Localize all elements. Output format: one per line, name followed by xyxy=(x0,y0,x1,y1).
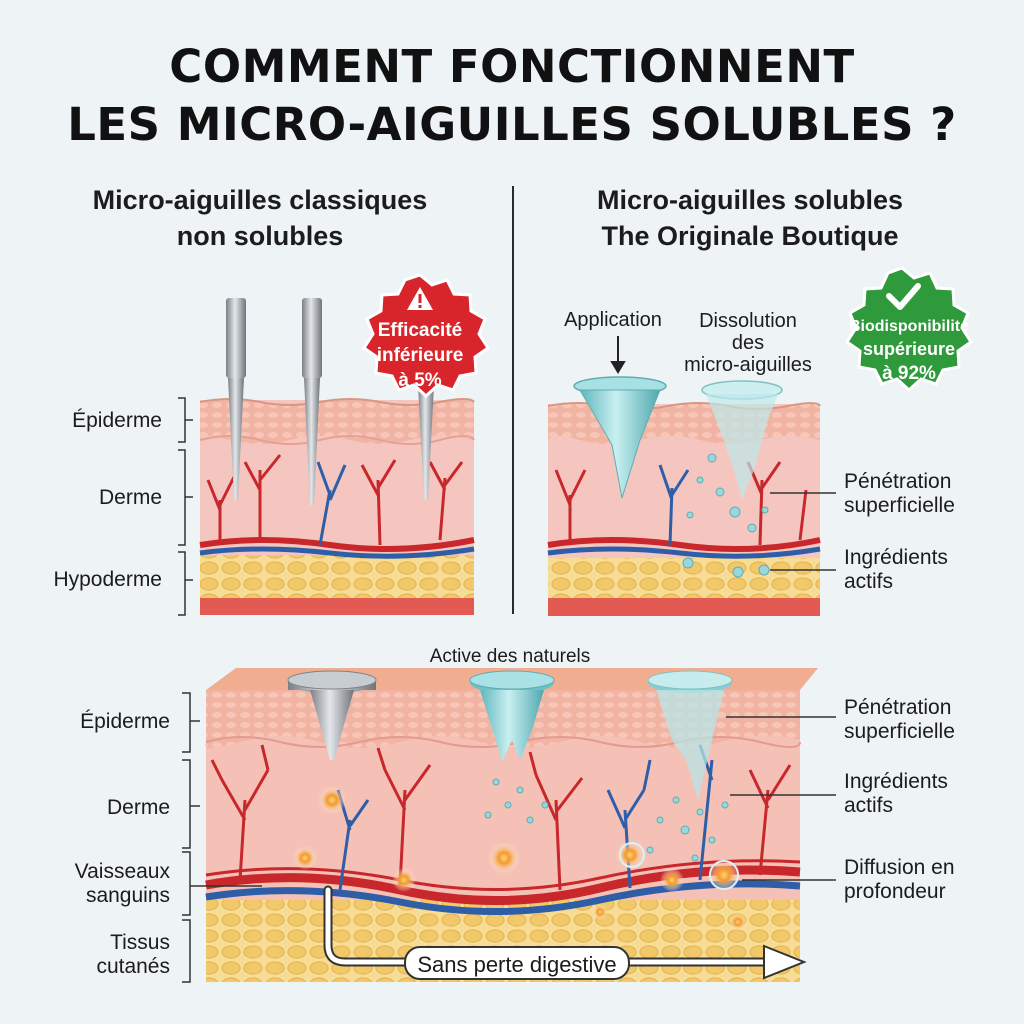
right-annot-ingredients-line-2: actifs xyxy=(844,570,894,593)
bottom-annot-penetration-line-2: superficielle xyxy=(844,720,955,743)
badge-red-line-3: à 5% xyxy=(398,370,442,391)
left-label-hypoderme: Hypoderme xyxy=(53,568,162,591)
bottom-annot-diffusion-line-2: profondeur xyxy=(844,880,946,903)
metal-needle-2 xyxy=(302,298,322,505)
bottom-annot-penetration-line-1: Pénétration xyxy=(844,696,952,719)
dissolution-droplets xyxy=(682,453,770,578)
right-heading-line-2: The Originale Boutique xyxy=(601,221,899,251)
bottom-annot-diffusion-line-1: Diffusion en xyxy=(844,856,955,879)
glow-particles xyxy=(293,786,747,931)
bottom-annot-ingredients-line-2: actifs xyxy=(844,794,894,817)
title-line-2: LES MICRO-AIGUILLES SOLUBLES ? xyxy=(67,98,957,151)
right-annotation-lines xyxy=(770,492,836,571)
bottom-label-tissus-line-1: Tissus xyxy=(110,931,170,954)
right-annot-penetration-line-1: Pénétration xyxy=(844,470,952,493)
right-annot-penetration: Pénétration superficielle xyxy=(844,470,1004,518)
left-layer-brackets xyxy=(178,397,193,616)
bottom-annotation-lines xyxy=(726,716,836,881)
left-label-epiderme: Épiderme xyxy=(72,409,162,432)
label-dissolution-line-1: Dissolution xyxy=(699,310,797,332)
bottom-annot-ingredients-line-1: Ingrédients xyxy=(844,770,948,793)
bottom-annot-ingredients: Ingrédients actifs xyxy=(844,770,1014,818)
right-annot-ingredients-line-1: Ingrédients xyxy=(844,546,948,569)
bottom-label-tissus: Tissus cutanés xyxy=(20,931,170,979)
arrow-label-pill: Sans perte digestive xyxy=(404,946,630,980)
badge-red-seal xyxy=(361,273,491,399)
right-heading: Micro-aiguilles solubles The Originale B… xyxy=(530,182,970,254)
bottom-label-vaisseaux-line-2: sanguins xyxy=(85,884,170,907)
page-title: COMMENT FONCTIONNENT LES MICRO-AIGUILLES… xyxy=(0,38,1024,154)
left-label-derme: Derme xyxy=(98,486,162,509)
application-arrow xyxy=(610,336,626,374)
soluble-needle-intact xyxy=(573,376,667,499)
right-annot-penetration-line-2: superficielle xyxy=(844,494,955,517)
badge-red-line-1: Efficacité xyxy=(377,320,463,341)
bottom-annot-penetration: Pénétration superficielle xyxy=(844,696,1014,744)
left-heading-line-1: Micro-aiguilles classiques xyxy=(92,185,428,215)
title-line-1: COMMENT FONCTIONNENT xyxy=(169,40,855,93)
soluble-needle-dissolving xyxy=(701,380,783,500)
bottom-layer-brackets xyxy=(182,692,262,983)
bottom-label-tissus-line-2: cutanés xyxy=(96,955,170,978)
sans-perte-arrow xyxy=(323,885,807,980)
label-dissolution: Dissolution des micro-aiguilles xyxy=(668,310,828,376)
label-application: Application xyxy=(564,309,662,331)
right-heading-line-1: Micro-aiguilles solubles xyxy=(596,185,904,215)
badge-green-seal xyxy=(844,266,974,393)
badge-green-text: Biodisponibilité supérieure à 92% xyxy=(840,316,978,386)
right-annot-ingredients: Ingrédients actifs xyxy=(844,546,1004,594)
badge-green-line-2: supérieure xyxy=(862,339,956,359)
badge-red-text: Efficacité inférieure à 5% xyxy=(366,318,474,393)
left-heading: Micro-aiguilles classiques non solubles xyxy=(40,182,480,254)
metal-needle-3 xyxy=(418,385,434,500)
bottom-label-vaisseaux: Vaisseaux sanguins xyxy=(20,860,170,908)
label-dissolution-line-3: micro-aiguilles xyxy=(684,354,812,376)
badge-red-line-2: inférieure xyxy=(376,345,464,366)
left-heading-line-2: non solubles xyxy=(176,221,344,251)
bottom-metal-needle xyxy=(287,670,377,760)
bottom-soluble-needle-1 xyxy=(469,670,555,762)
bottom-label-vaisseaux-line-1: Vaisseaux xyxy=(74,860,170,883)
bottom-annot-diffusion: Diffusion en profondeur xyxy=(844,856,1014,904)
metal-needle-1 xyxy=(226,298,246,500)
badge-green-line-1: Biodisponibilité xyxy=(849,318,969,335)
panel-divider xyxy=(512,186,514,614)
molecule-particles xyxy=(484,778,729,862)
bottom-label-epiderme: Épiderme xyxy=(80,710,170,733)
label-dissolution-line-2: des xyxy=(731,332,765,354)
bottom-top-label: Active des naturels xyxy=(429,646,591,667)
bottom-soluble-needle-2 xyxy=(647,670,733,800)
right-skin-block xyxy=(547,402,821,616)
bottom-label-derme: Derme xyxy=(106,796,170,819)
badge-green-line-3: à 92% xyxy=(882,363,936,384)
